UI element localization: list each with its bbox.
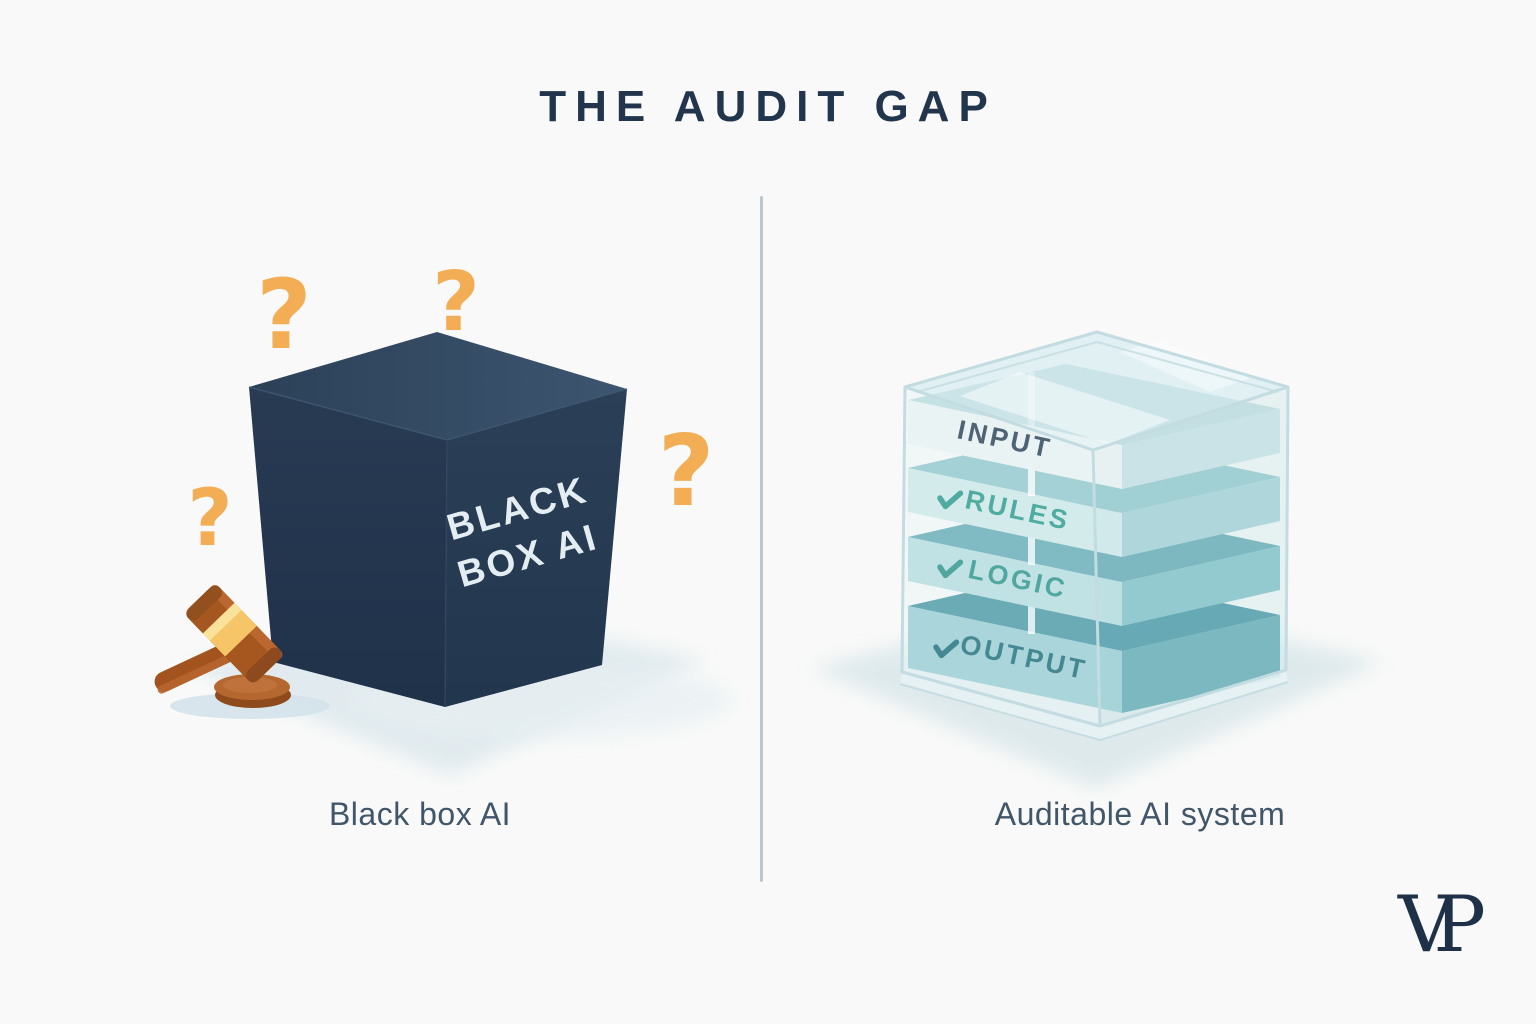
vp-logo-letter-p: P (1433, 880, 1486, 970)
layer-output-front-face (908, 606, 1122, 713)
gavel-head (186, 584, 283, 683)
black-cube-left-face (249, 387, 447, 707)
question-mark-icon: ? (256, 259, 312, 371)
layer-logic-front-face (908, 537, 1122, 626)
check-icon (937, 490, 964, 510)
layer-logic-side-face (1122, 546, 1280, 626)
glass-top-sheen-face (905, 332, 1288, 450)
glass-cube-front (899, 330, 1290, 741)
question-mark-icon: ? (658, 415, 715, 529)
right-caption: Auditable AI system (994, 796, 1286, 832)
layer-output-side-face (1122, 615, 1280, 713)
layer-input-front-face (908, 400, 1122, 489)
vp-logo-letter-v: V (1398, 880, 1455, 970)
page-title: THE AUDIT GAP (539, 82, 997, 131)
gavel-base (214, 674, 291, 708)
auditable-system-scene: OUTPUT LOGIC (812, 330, 1382, 788)
question-mark-icon: ? (187, 474, 232, 564)
glass-sheen-streak (960, 372, 1170, 444)
check-icon (937, 559, 964, 579)
black-box-scene: BLACK BOX AI (154, 255, 730, 775)
panel-divider (760, 196, 763, 882)
layer-input-side-face (1122, 409, 1280, 489)
black-cube-front-edge (444, 439, 448, 708)
vp-logo: VP (1398, 886, 1486, 964)
gavel-handle (154, 643, 237, 694)
black-cube-top-face (249, 332, 627, 440)
check-icon (933, 639, 960, 659)
layer-rules-side-face (1122, 477, 1280, 557)
glass-left-overlay (902, 387, 1100, 726)
layer-rules-front-face (908, 468, 1122, 557)
gavel-icon (154, 584, 330, 719)
question-mark-icon: ? (432, 255, 480, 350)
question-marks: ? ? ? ? (187, 255, 714, 564)
black-cube: BLACK BOX AI (248, 332, 628, 708)
glass-right-overlay (1093, 387, 1288, 726)
left-caption: Black box AI (328, 796, 512, 832)
black-cube-right-face (445, 389, 627, 707)
glass-outline (899, 330, 1290, 741)
